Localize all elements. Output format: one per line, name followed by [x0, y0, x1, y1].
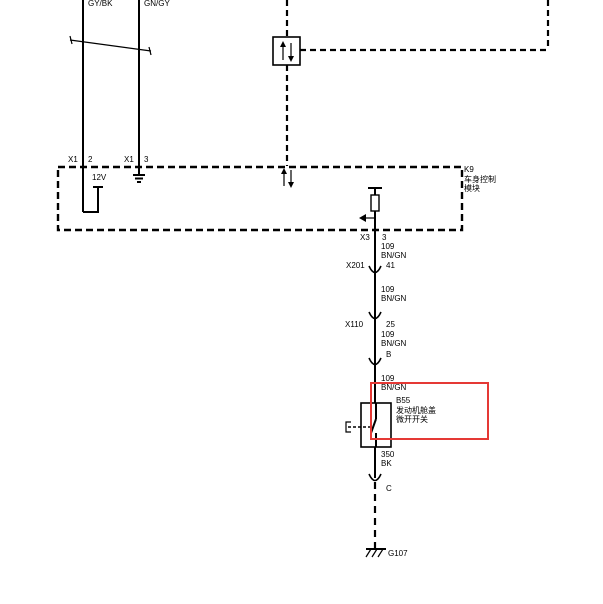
- body-control-module-box: [56, 165, 464, 232]
- segment-color: BK: [381, 459, 392, 468]
- connector-x201-icon: [368, 265, 382, 274]
- connector-c-icon: [368, 473, 382, 482]
- chassis-ground-icon: [365, 548, 386, 558]
- pin-number-right: 3: [144, 155, 149, 164]
- connector-pin: C: [386, 484, 392, 493]
- output-connector: X3: [360, 233, 370, 242]
- pin-number-left: 2: [88, 155, 93, 164]
- connector-b-icon: [368, 357, 382, 366]
- module-name-line2: 模块: [464, 183, 480, 193]
- twisted-pair-mark: [69, 35, 152, 56]
- segment-color: BN/GN: [381, 339, 407, 348]
- segment-gauge: 109: [381, 242, 395, 251]
- module-id: K9: [464, 165, 474, 174]
- segment-color: BN/GN: [381, 294, 407, 303]
- module-ground-icon: [133, 174, 145, 183]
- switch-name-line1: 发动机舱盖: [396, 405, 436, 415]
- switch-id: B55: [396, 396, 411, 405]
- output-pin: 3: [382, 233, 387, 242]
- segment-gauge: 109: [381, 330, 395, 339]
- data-link-box: [272, 36, 301, 66]
- bidirectional-arrow-icon: [280, 41, 294, 62]
- connector-x110-icon: [368, 311, 382, 320]
- highlight-box: [370, 382, 489, 440]
- supply-label: 12V: [92, 173, 107, 182]
- segment-color: BN/GN: [381, 383, 407, 392]
- pin-connector-right: X1: [124, 155, 134, 164]
- segment-color: BN/GN: [381, 251, 407, 260]
- connector-id: X110: [345, 320, 364, 329]
- wire-color-left: GY/BK: [88, 0, 113, 8]
- ground-id: G107: [388, 549, 408, 558]
- connector-pin: B: [386, 350, 391, 359]
- module-bidirectional-arrow-icon: [281, 168, 294, 188]
- connector-pin: 41: [386, 261, 395, 270]
- connector-id: X201: [346, 261, 365, 270]
- pull-up-resistor-icon: [368, 187, 382, 230]
- switch-actuator-icon: [345, 421, 372, 433]
- module-name-line1: 车身控制: [464, 174, 496, 184]
- segment-gauge: 109: [381, 374, 395, 383]
- supply-symbol: [83, 187, 99, 213]
- wire-color-right: GN/GY: [144, 0, 170, 8]
- connector-pin: 25: [386, 320, 395, 329]
- segment-gauge: 350: [381, 450, 395, 459]
- switch-name-line2: 微开开关: [396, 414, 428, 424]
- segment-gauge: 109: [381, 285, 395, 294]
- input-arrow-icon: [359, 214, 375, 222]
- pin-connector-left: X1: [68, 155, 78, 164]
